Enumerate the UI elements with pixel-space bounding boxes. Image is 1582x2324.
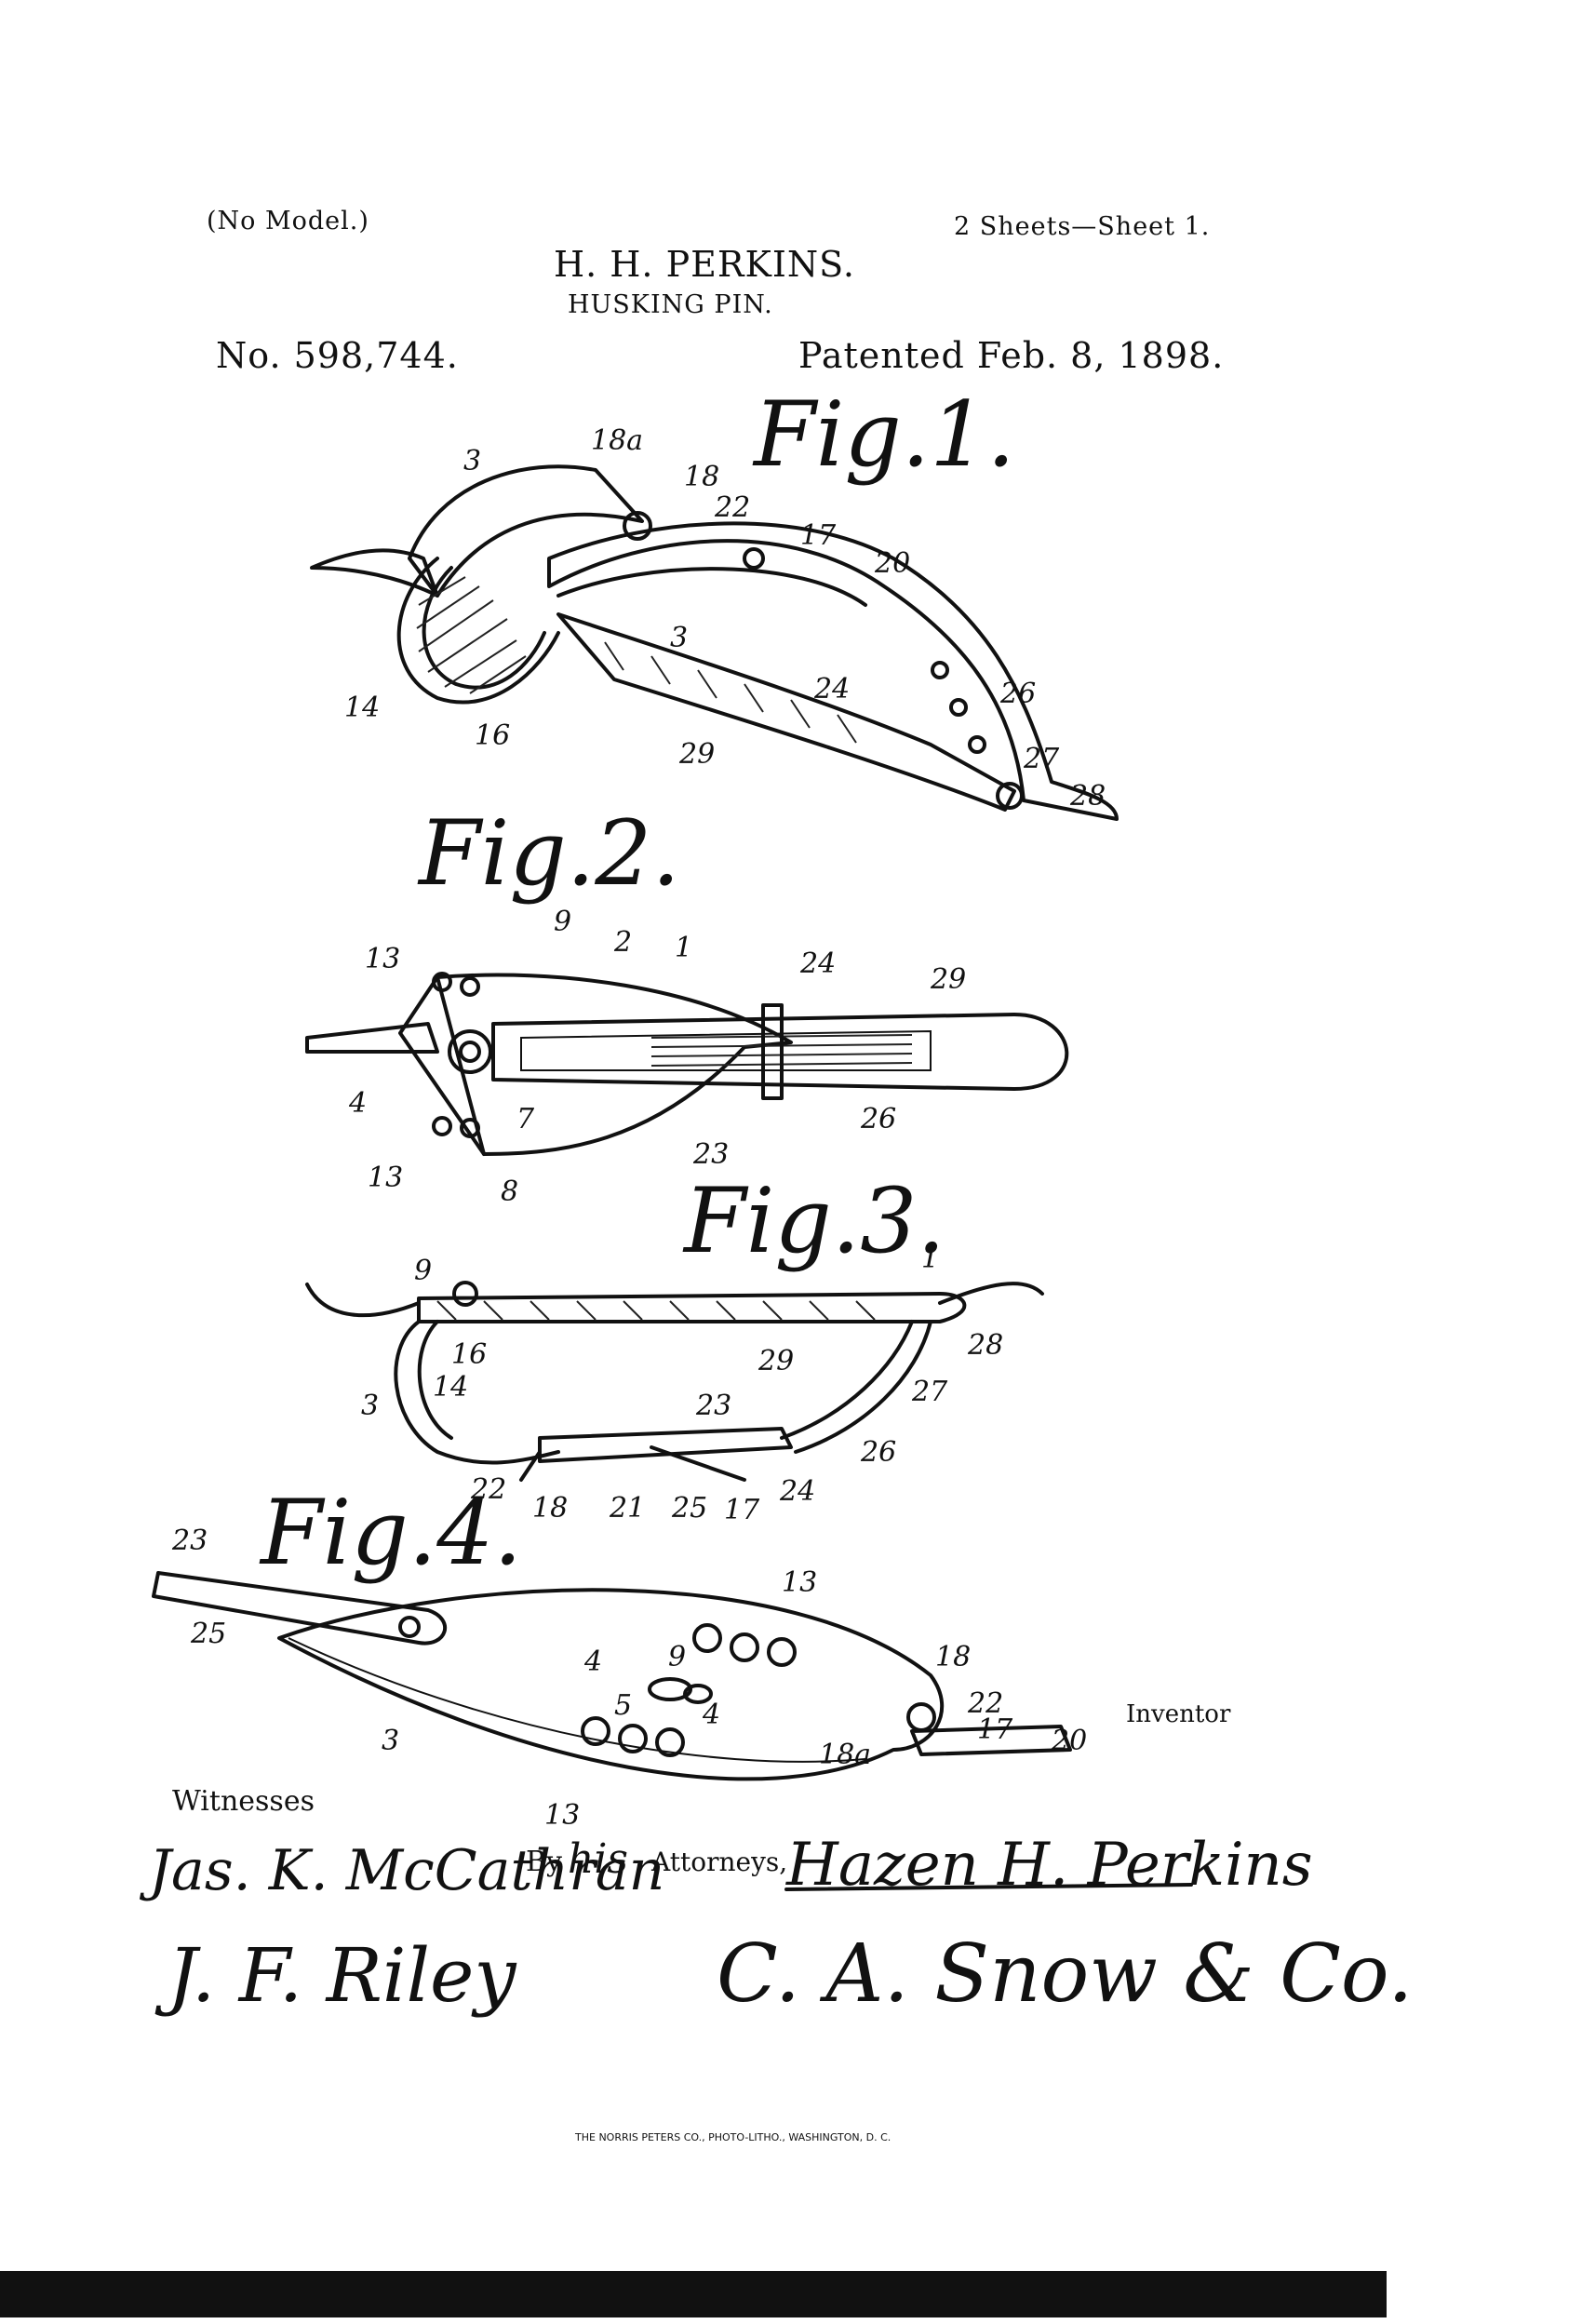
signature-block: Witnesses Inventor Jas. K. McCathran J. … (139, 1700, 1414, 2021)
fig3-ref-29: 29 (757, 1345, 794, 1377)
fig3-title: Fig.3. (682, 1169, 945, 1273)
fig2-ref-29: 29 (930, 963, 966, 996)
witnesses-label: Witnesses (172, 1785, 315, 1818)
figure-1: Fig.1. 3 18a 18 2 (310, 383, 1119, 821)
fig4-ref-13a: 13 (782, 1566, 817, 1599)
fig2-ref-13b: 13 (368, 1162, 403, 1194)
attorney-signature: C. A. Snow & Co. (717, 1928, 1414, 2021)
no-model-note: (No Model.) (207, 207, 369, 235)
fig2-ref-4: 4 (348, 1087, 367, 1120)
fig2-ref-1: 1 (675, 932, 692, 964)
fig3-ref-9: 9 (414, 1255, 432, 1287)
fig2-ref-24: 24 (799, 947, 836, 980)
fig3-ref-24: 24 (779, 1475, 815, 1508)
fig3-ref-1: 1 (921, 1243, 939, 1275)
fig1-ref-18: 18 (684, 461, 719, 493)
sheet-number: 2 Sheets—Sheet 1. (954, 212, 1211, 241)
fig3-ref-3: 3 (361, 1390, 379, 1422)
fig1-ref-20: 20 (874, 547, 910, 580)
fig1-title: Fig.1. (752, 383, 1015, 487)
fig3-ref-21: 21 (609, 1492, 645, 1525)
fig4-ref-25: 25 (190, 1618, 226, 1650)
fig4-ref-23: 23 (171, 1525, 208, 1557)
fig1-ref-29: 29 (678, 738, 715, 771)
fig1-ref-18a: 18a (591, 424, 643, 457)
fig4-ref-18a: 18a (819, 1739, 871, 1771)
fig4-ref-17: 17 (977, 1713, 1013, 1746)
fig4-ref-3: 3 (382, 1725, 399, 1757)
inventor-label: Inventor (1126, 1700, 1231, 1728)
figure-3: Fig.3. 1 9 16 14 3 29 28 27 23 26 22 18 (305, 1169, 1044, 1526)
figure-4: Fig.4. 23 25 13 9 4 5 4 18 22 17 20 18a … (152, 1481, 1087, 1832)
fig2-ref-23: 23 (692, 1138, 729, 1171)
fig1-ref-16: 16 (475, 719, 510, 752)
patent-number: No. 598,744. (216, 335, 459, 376)
fig2-title: Fig.2. (417, 801, 680, 906)
fig4-ref-4b: 4 (702, 1699, 720, 1731)
fig2-ref-13a: 13 (365, 943, 400, 975)
fig2-ref-8: 8 (501, 1175, 518, 1208)
patent-title: HUSKING PIN. (568, 290, 773, 319)
fig4-ref-13b: 13 (544, 1799, 580, 1832)
fig1-ref-17: 17 (800, 519, 837, 552)
fig4-ref-5: 5 (614, 1689, 632, 1722)
scan-edge-bar (0, 2271, 1387, 2317)
fig1-ref-28: 28 (1069, 780, 1106, 813)
fig4-ref-4a: 4 (583, 1646, 602, 1678)
fig3-ref-23: 23 (695, 1390, 731, 1422)
fig3-ref-28: 28 (967, 1329, 1003, 1362)
fig4-ref-20: 20 (1051, 1725, 1087, 1757)
fig1-ref-27: 27 (1023, 743, 1060, 775)
printer-credit: THE NORRIS PETERS CO., PHOTO-LITHO., WAS… (574, 2131, 891, 2143)
fig3-ref-17: 17 (724, 1494, 760, 1526)
fig1-ref-22: 22 (714, 491, 750, 524)
fig4-ref-9: 9 (668, 1641, 686, 1673)
fig4-ref-18: 18 (935, 1641, 971, 1673)
fig2-ref-7: 7 (516, 1103, 535, 1135)
inventor-name: H. H. PERKINS. (554, 244, 855, 285)
figure-2: Fig.2. 9 2 1 24 29 13 4 7 13 8 23 26 (305, 801, 1069, 1208)
witness-1-signature: Jas. K. McCathran (139, 1838, 664, 1903)
fig1-ref-26: 26 (999, 678, 1036, 710)
fig3-ref-25: 25 (671, 1492, 707, 1525)
attorneys-label: Attorneys, (650, 1847, 787, 1877)
fig1-ref-24: 24 (813, 673, 850, 705)
by-label: By (526, 1846, 562, 1878)
fig1-ref-14: 14 (344, 692, 380, 724)
fig3-ref-18: 18 (532, 1492, 568, 1525)
fig4-ref-22: 22 (967, 1687, 1003, 1720)
fig2-ref-26: 26 (860, 1103, 896, 1135)
fig3-ref-26: 26 (860, 1436, 896, 1469)
fig3-ref-22: 22 (470, 1473, 506, 1506)
fig1-ref-3a: 3 (463, 445, 481, 477)
fig1-ref-3b: 3 (670, 622, 688, 654)
fig3-ref-14: 14 (433, 1371, 468, 1404)
fig4-title: Fig.4. (259, 1481, 522, 1585)
his-label: his (568, 1835, 628, 1883)
witness-2-signature: J. F. Riley (154, 1932, 517, 2019)
fig3-ref-16: 16 (451, 1338, 487, 1371)
fig2-ref-9: 9 (554, 906, 571, 938)
patented-date: Patented Feb. 8, 1898. (798, 335, 1225, 376)
fig3-ref-27: 27 (911, 1376, 948, 1408)
fig2-ref-2: 2 (613, 926, 632, 959)
